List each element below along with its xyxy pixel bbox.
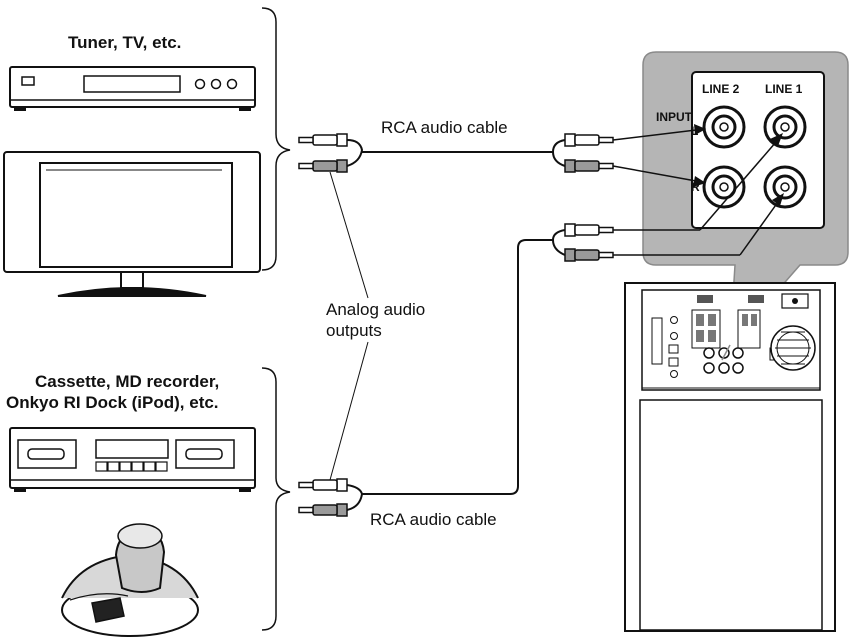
tv-icon (3, 151, 261, 297)
left-channel-label: L (691, 124, 699, 138)
input-label: INPUT (656, 110, 692, 124)
cassette-deck-icon (9, 427, 256, 492)
jack-line2-right (702, 165, 746, 209)
top-cable (346, 139, 566, 167)
plug-top-white-unit (564, 133, 614, 147)
bottom-group-label-line2: Onkyo RI Dock (iPod), etc. (6, 393, 219, 412)
arrow-top-white-to-line2-left (612, 124, 706, 141)
plug-bottom-white-unit (564, 223, 614, 237)
bottom-cable (346, 229, 566, 511)
analog-outputs-label-line2: outputs (326, 321, 382, 340)
jack-line1-left (763, 105, 807, 149)
arrow-bottom-white-to-line1-left (613, 133, 783, 231)
plug-top-gray-device (298, 159, 348, 173)
brace-top-group (261, 7, 291, 271)
bottom-cable-label: RCA audio cable (370, 510, 497, 529)
leader-top (329, 171, 369, 299)
top-cable-label: RCA audio cable (381, 118, 508, 137)
analog-outputs-label-line1: Analog audio (326, 300, 426, 319)
plug-top-gray-unit (564, 159, 614, 173)
tuner-icon (9, 66, 256, 111)
brace-bottom-group (261, 367, 291, 631)
plug-bottom-gray-unit (564, 248, 614, 262)
line2-label: LINE 2 (702, 82, 740, 96)
arrow-top-gray-to-line2-right (612, 165, 706, 187)
plug-bottom-gray-device (298, 503, 348, 517)
jack-line1-right (763, 165, 807, 209)
arrow-bottom-gray-to-line1-right (613, 193, 784, 256)
ipod-dock-icon (61, 523, 199, 637)
plug-top-white-device (298, 133, 348, 147)
top-group-label: Tuner, TV, etc. (68, 33, 182, 52)
jack-line2-left (702, 105, 746, 149)
leader-bottom (329, 341, 369, 481)
plug-bottom-white-device (298, 478, 348, 492)
bottom-group-label-line1: Cassette, MD recorder, (35, 372, 220, 391)
right-channel-label: R (691, 180, 700, 194)
line1-label: LINE 1 (765, 82, 803, 96)
main-unit-rear-icon (624, 282, 836, 632)
